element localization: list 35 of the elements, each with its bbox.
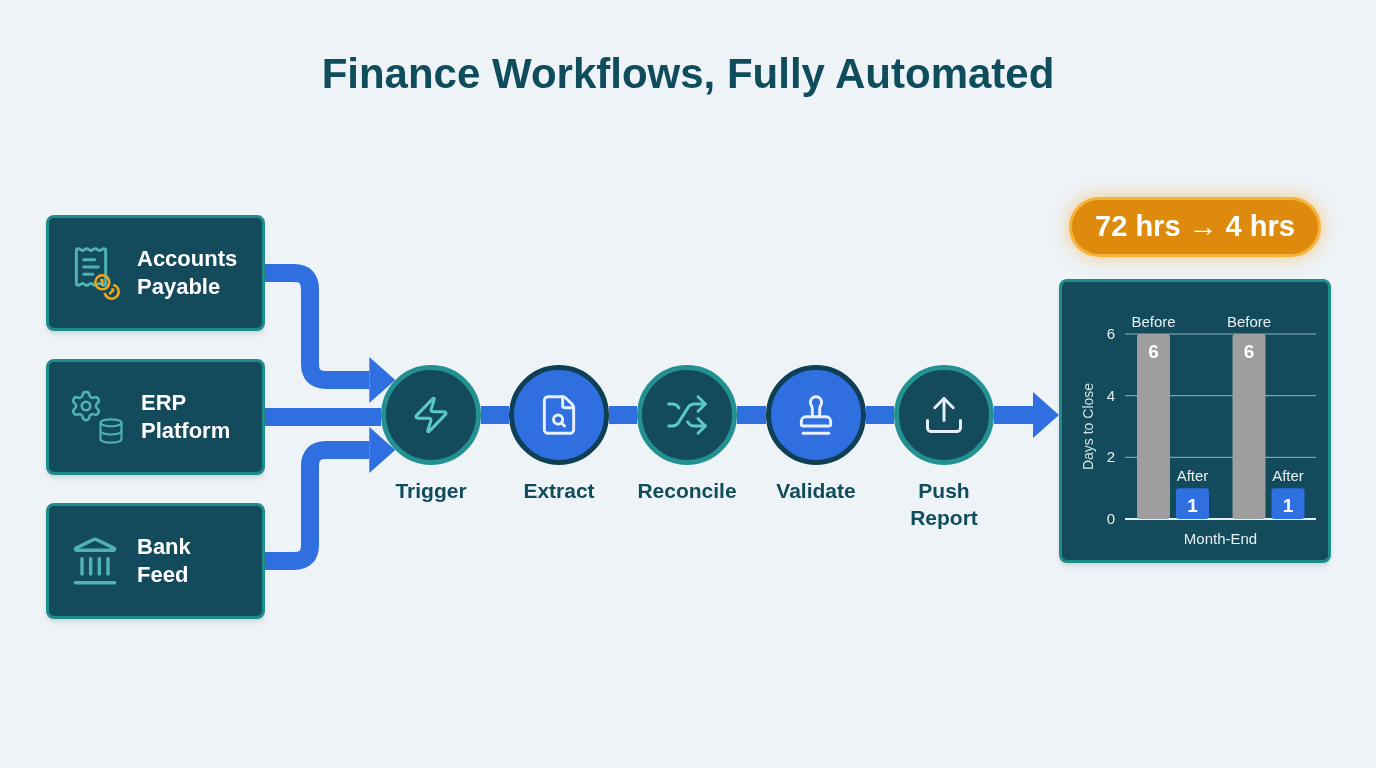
- bar-series-label: After: [1272, 467, 1304, 485]
- bar-value-label: 1: [1187, 495, 1198, 517]
- y-axis-title: Days to Close: [1080, 382, 1096, 471]
- source-box: [46, 359, 265, 475]
- flow-connector: [737, 406, 766, 424]
- bar-series-label: Before: [1226, 313, 1272, 330]
- bar-value-label: 6: [1148, 341, 1159, 362]
- y-tick-label: 4: [1106, 386, 1115, 404]
- source-box: [46, 215, 265, 331]
- step-label: Extract: [522, 478, 596, 504]
- step-label: Validate: [775, 478, 857, 504]
- bar-series-label: Before: [1131, 313, 1176, 330]
- bar-series-label: After: [1176, 467, 1209, 485]
- step-label: Push Report: [909, 478, 979, 531]
- flow-arrow: [994, 392, 1059, 438]
- x-axis-title: Month-End: [1183, 530, 1258, 547]
- step-label: Reconcile: [636, 478, 738, 504]
- y-tick-label: 0: [1106, 510, 1115, 527]
- flow-arrow: [265, 427, 396, 570]
- step-label: Trigger: [394, 478, 468, 504]
- y-tick-label: 2: [1106, 448, 1115, 466]
- flow-connector: [609, 406, 637, 424]
- flow-arrow: [265, 264, 396, 403]
- bar-value-label: 1: [1282, 495, 1294, 517]
- source-box: [46, 503, 265, 619]
- source-label: ERP Platform: [141, 389, 232, 445]
- source-label: Accounts Payable: [137, 245, 239, 301]
- chart-panel: [1059, 279, 1331, 563]
- bar-value-label: 6: [1243, 341, 1255, 362]
- flow-connector: [866, 406, 894, 424]
- metric-badge: 72 hrs → 4 hrs: [1069, 197, 1321, 257]
- flow-connector: [481, 406, 509, 424]
- title: Finance Workflows, Fully Automated: [321, 49, 1055, 99]
- source-label: Bank Feed: [137, 533, 192, 589]
- y-tick-label: 6: [1106, 325, 1115, 342]
